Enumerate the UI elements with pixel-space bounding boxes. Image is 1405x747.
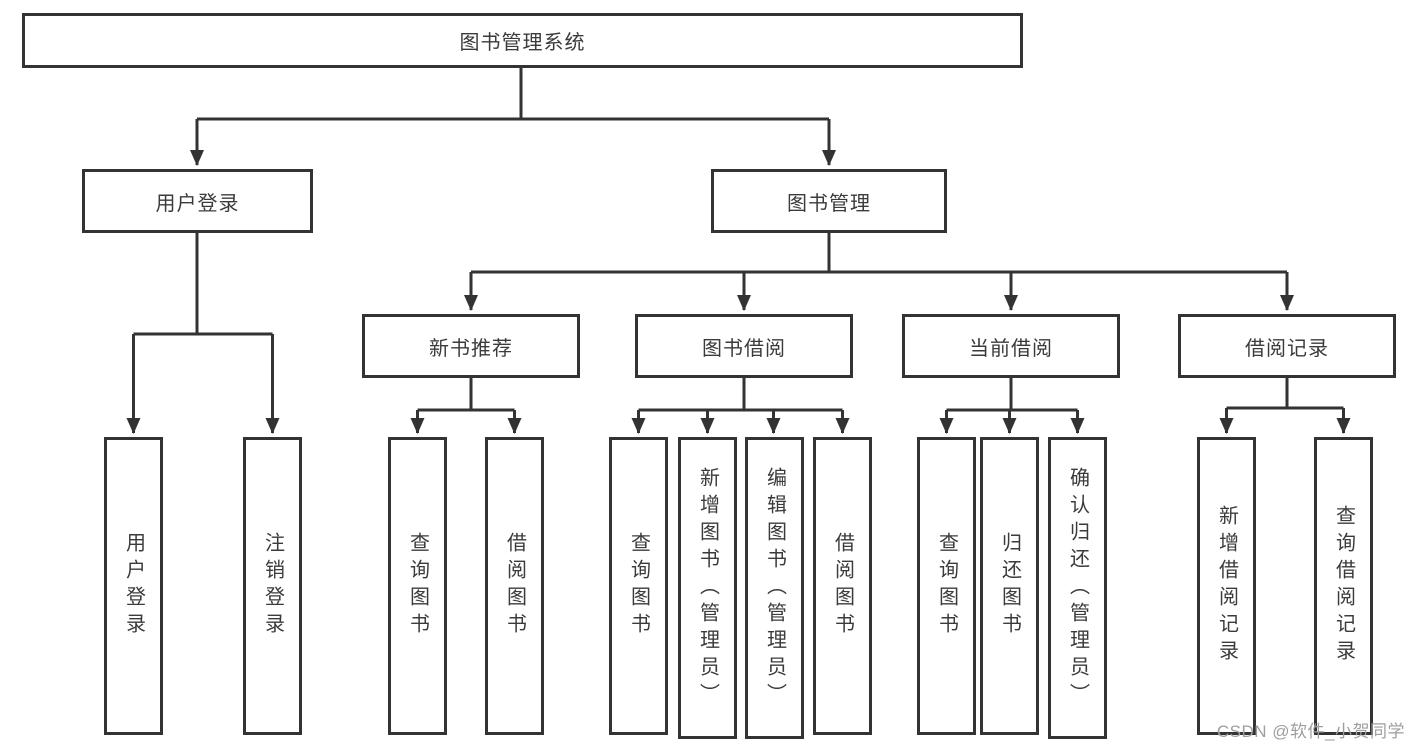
leaf-label: 查询图书	[935, 532, 958, 640]
leaf-logout: 注销登录	[243, 437, 302, 735]
leaf-add-book-admin: 新增图书（管理员）	[678, 437, 737, 739]
node-label: 用户登录	[155, 192, 240, 215]
leaf-label: 查询借阅记录	[1332, 505, 1355, 667]
node-label: 新书推荐	[429, 337, 513, 360]
leaf-label: 归还图书	[998, 532, 1021, 640]
leaf-label: 新增借阅记录	[1215, 505, 1238, 667]
leaf-return-book: 归还图书	[980, 437, 1039, 735]
leaf-query-books-current: 查询图书	[917, 437, 976, 735]
leaf-borrow-books: 借阅图书	[813, 437, 872, 735]
node-label: 借阅记录	[1245, 337, 1329, 360]
leaf-edit-book-admin: 编辑图书（管理员）	[745, 437, 804, 739]
leaf-add-borrow-record: 新增借阅记录	[1197, 437, 1256, 735]
node-library-management-system: 图书管理系统	[22, 13, 1023, 68]
leaf-label: 查询图书	[406, 532, 429, 640]
node-label: 当前借阅	[969, 337, 1053, 360]
leaf-query-borrow-record: 查询借阅记录	[1314, 437, 1373, 735]
leaf-query-books-recommend: 查询图书	[388, 437, 447, 735]
leaf-label: 新增图书（管理员）	[696, 466, 719, 710]
node-current-borrowing: 当前借阅	[902, 314, 1120, 378]
leaf-label: 查询图书	[627, 532, 650, 640]
leaf-label: 确认归还（管理员）	[1066, 466, 1089, 710]
leaf-label: 注销登录	[261, 532, 284, 640]
node-new-book-recommendation: 新书推荐	[362, 314, 580, 378]
leaf-label: 用户登录	[122, 532, 145, 640]
node-borrowing-records: 借阅记录	[1178, 314, 1396, 378]
leaf-user-login: 用户登录	[104, 437, 163, 735]
leaf-label: 编辑图书（管理员）	[763, 466, 786, 710]
leaf-label: 借阅图书	[503, 532, 526, 640]
leaf-borrow-books-recommend: 借阅图书	[485, 437, 544, 735]
node-book-borrowing: 图书借阅	[635, 314, 853, 378]
node-book-management: 图书管理	[711, 169, 947, 233]
node-label: 图书管理系统	[459, 32, 586, 54]
leaf-label: 借阅图书	[831, 532, 854, 640]
node-user-login: 用户登录	[82, 169, 313, 233]
leaf-query-books-borrow: 查询图书	[609, 437, 668, 735]
node-label: 图书借阅	[702, 337, 786, 360]
watermark: CSDN @软件_小贺同学	[1216, 722, 1405, 741]
leaf-confirm-return-admin: 确认归还（管理员）	[1048, 437, 1107, 739]
node-label: 图书管理	[787, 192, 871, 215]
